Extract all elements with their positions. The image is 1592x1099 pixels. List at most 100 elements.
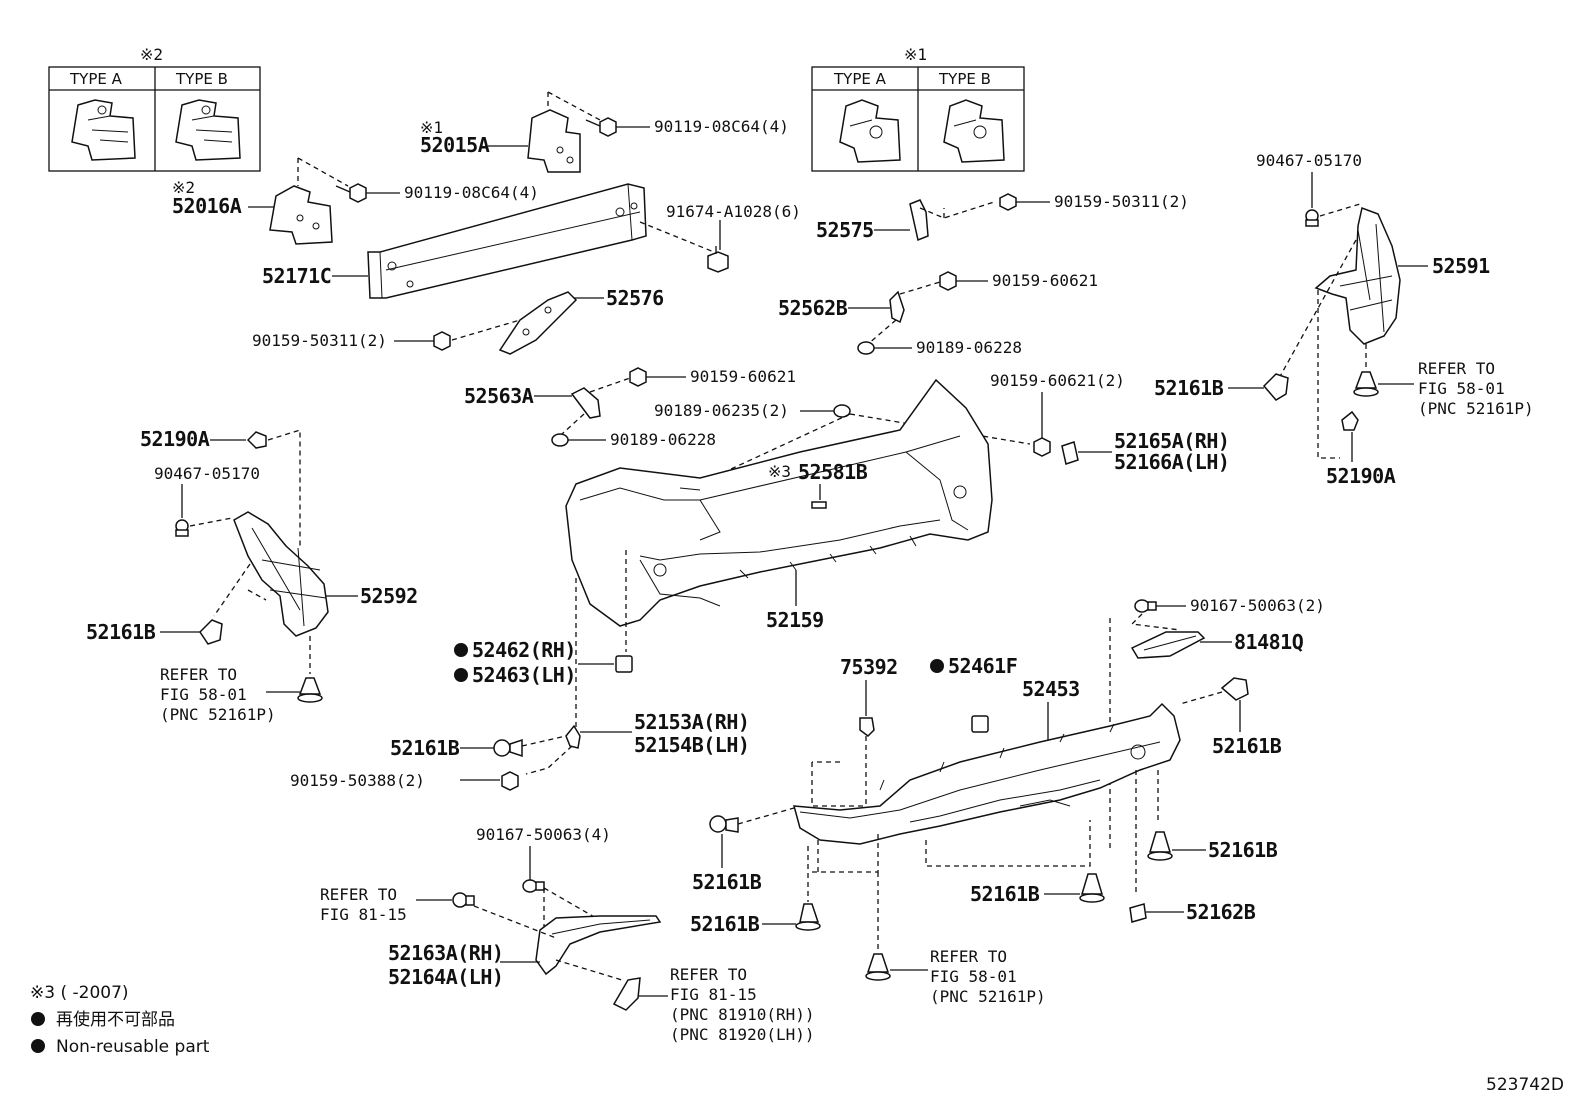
- type-table-left-mark: ※2: [140, 45, 163, 64]
- clip-52161B-l1-icon: [199, 619, 223, 645]
- refer-left-line-1: REFER TO: [160, 665, 237, 684]
- clip-52161P-right-icon: [1353, 371, 1379, 397]
- nut-90189-06228-a-icon: [857, 341, 875, 355]
- type-a-heading-2: TYPE A: [833, 70, 887, 88]
- clip-52190A-right-icon: [1341, 410, 1359, 431]
- part-52162B-label: 52162B: [1186, 900, 1256, 924]
- part-52161B-c1-label: 52161B: [692, 870, 762, 894]
- nut-90189-06228-b-label: 90189-06228: [610, 430, 716, 449]
- pad-52462-icon: [615, 655, 633, 673]
- bolt-90159-60621-2-icon: [1033, 437, 1051, 457]
- lower-cover-52453: [792, 702, 1181, 845]
- clip-52161B-m1-icon: [493, 738, 523, 758]
- part-52581B-label: 52581B: [798, 460, 868, 484]
- nut-90189-06228-b-icon: [551, 433, 569, 447]
- part-52164A-label: 52164A(LH): [388, 965, 503, 989]
- bracket-52592: [233, 511, 329, 637]
- refer-g-line-1: REFER TO: [670, 965, 747, 984]
- bracket-52576: [498, 291, 578, 355]
- bracket-type-a-icon: [71, 99, 136, 161]
- bolt-90159-50311-left-icon: [433, 331, 451, 351]
- bolt-91674-icon: [707, 246, 729, 273]
- type-table-right: ※1 TYPE A TYPE B: [811, 45, 1025, 172]
- clip-52161B-r2-icon: [1220, 677, 1249, 701]
- bracket-type-a-2-icon: [839, 99, 901, 163]
- refer-right-line-3: (PNC 52161P): [1418, 399, 1534, 418]
- bolt-90167-left-label: 90167-50063(4): [476, 825, 611, 844]
- bolt-90159-50311-left-label: 90159-50311(2): [252, 331, 387, 350]
- part-52453-label: 52453: [1022, 677, 1080, 701]
- refer-g-line-3: (PNC 81910(RH)): [670, 1005, 815, 1024]
- bolt-90467-left-icon: [175, 519, 189, 537]
- clip-52161B-r3-icon: [1147, 831, 1173, 861]
- part-52161B-c2-label: 52161B: [690, 912, 760, 936]
- bolt-90159-60621-a-icon: [939, 271, 957, 291]
- part-81481Q-label: 81481Q: [1234, 630, 1304, 654]
- nut-90189-06235-icon: [833, 404, 851, 418]
- part-52015A-label: 52015A: [420, 133, 490, 157]
- part-52190A-left-label: 52190A: [140, 427, 210, 451]
- bumper-cover-52159: [565, 378, 993, 627]
- bolt-90119-lower-icon: [335, 183, 367, 203]
- refer-right-line-1: REFER TO: [1418, 359, 1495, 378]
- part-52591-label: 52591: [1432, 254, 1490, 278]
- part-52461F-label: 52461F: [948, 654, 1017, 678]
- reinforcement-52171C: [367, 183, 647, 299]
- part-52016A-label: 52016A: [172, 194, 242, 218]
- part-52171C-label: 52171C: [262, 264, 331, 288]
- part-52562B-label: 52562B: [778, 296, 848, 320]
- nut-90189-06228-a-label: 90189-06228: [916, 338, 1022, 357]
- bolt-90159-60621-2-label: 90159-60621(2): [990, 371, 1125, 390]
- part-52153A-label: 52153A(RH): [634, 710, 749, 734]
- bolt-90119-lower-label: 90119-08C64(4): [404, 183, 539, 202]
- bracket-52591: [1314, 206, 1401, 345]
- bolt-90159-50311-right-icon: [999, 193, 1017, 211]
- bracket-52562B: [889, 290, 905, 324]
- bolt-90167-right-icon: [1134, 599, 1157, 613]
- clip-52161B-r1-icon: [1262, 373, 1289, 401]
- type-a-heading: TYPE A: [69, 70, 123, 88]
- part-52462-label: 52462(RH): [472, 638, 576, 662]
- bolt-90159-60621-b-label: 90159-60621: [690, 367, 796, 386]
- part-52161B-l1-label: 52161B: [86, 620, 156, 644]
- type-b-heading: TYPE B: [175, 70, 228, 88]
- refer-left-line-3: (PNC 52161P): [160, 705, 276, 724]
- bolt-90159-60621-b-icon: [629, 367, 647, 387]
- bolt-90159-50388-label: 90159-50388(2): [290, 771, 425, 790]
- note-non-reusable-en: Non-reusable part: [56, 1037, 210, 1057]
- part-52575-label: 52575: [816, 218, 874, 242]
- bolt-90159-50388-icon: [501, 771, 519, 791]
- part-52161B-r3-label: 52161B: [1208, 838, 1278, 862]
- bracket-type-b-icon: [175, 99, 241, 161]
- screw-81-15-icon: [452, 892, 475, 908]
- bolt-90119-upper-icon: [585, 117, 617, 137]
- type-table-left: ※2 TYPE A TYPE B: [48, 45, 261, 172]
- part-52163A-label: 52163A(RH): [388, 941, 503, 965]
- bracket-52153A: [565, 724, 581, 749]
- bolt-90167-right-label: 90167-50063(2): [1190, 596, 1325, 615]
- clip-52161P-left-icon: [297, 677, 323, 703]
- lamp-81910-icon: [612, 977, 641, 1011]
- refer-f-line-2: FIG 81-15: [320, 905, 407, 924]
- reflector-52163A: [535, 915, 662, 976]
- refer-center-line-1: REFER TO: [930, 947, 1007, 966]
- type-table-right-mark: ※1: [904, 45, 927, 64]
- bracket-type-b-2-icon: [943, 99, 1005, 163]
- refer-f-line-1: REFER TO: [320, 885, 397, 904]
- bracket-52165A: [1061, 441, 1079, 465]
- bracket-52575: [909, 199, 929, 242]
- clip-52161B-c2-icon: [795, 903, 821, 931]
- part-52463-label: 52463(LH): [472, 663, 576, 687]
- part-52563A-label: 52563A: [464, 384, 534, 408]
- bracket-52016A: [269, 185, 333, 245]
- refer-right-line-2: FIG 58-01: [1418, 379, 1505, 398]
- part-52592-label: 52592: [360, 584, 418, 608]
- bolt-90467-right-label: 90467-05170: [1256, 151, 1362, 170]
- clip-52190A-left-icon: [246, 431, 267, 449]
- clip-52161P-center-icon: [865, 953, 891, 981]
- part-52161B-c3-label: 52161B: [970, 882, 1040, 906]
- part-75392-label: 75392: [840, 655, 898, 679]
- part-52159-label: 52159: [766, 608, 824, 632]
- pad-52461F-icon: [971, 715, 989, 733]
